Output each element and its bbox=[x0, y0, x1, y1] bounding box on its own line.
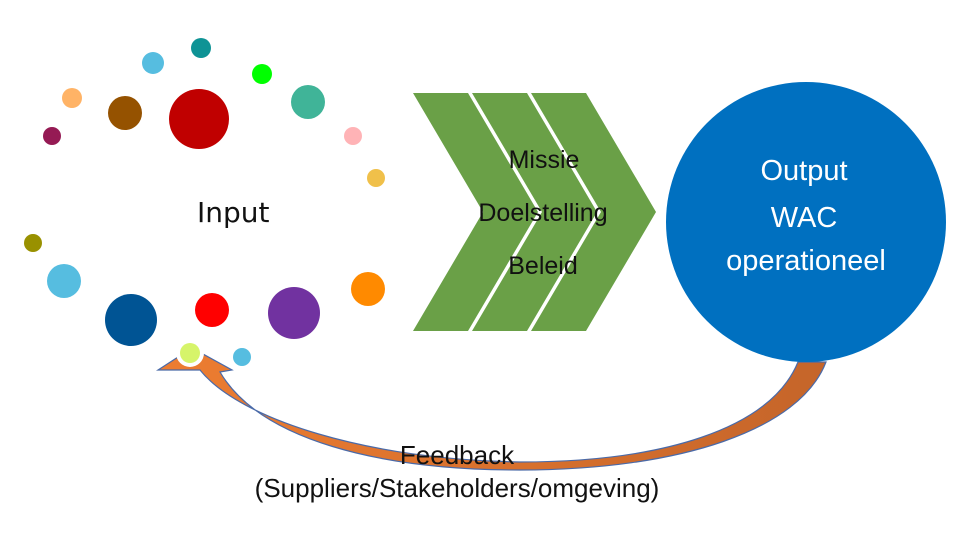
input-dots bbox=[24, 38, 385, 367]
orange-dot bbox=[351, 272, 385, 306]
brown-dot bbox=[108, 96, 142, 130]
sky-dot-left bbox=[47, 264, 81, 298]
chevron-doelstelling bbox=[472, 93, 597, 331]
feedback-title: Feedback bbox=[399, 440, 515, 470]
olive-dot bbox=[24, 234, 42, 252]
input-label: Input bbox=[197, 196, 270, 229]
step-missie: Missie bbox=[508, 146, 580, 174]
step-beleid: Beleid bbox=[508, 252, 578, 280]
plum-dot bbox=[43, 127, 61, 145]
navy-dot bbox=[105, 294, 157, 346]
feedback-arrow bbox=[155, 347, 827, 471]
process-chevrons bbox=[413, 93, 656, 331]
red-dot bbox=[195, 293, 229, 327]
seagreen-dot bbox=[291, 85, 325, 119]
gold-dot bbox=[367, 169, 385, 187]
chevron-beleid bbox=[531, 93, 656, 331]
pink-dot bbox=[344, 127, 362, 145]
purple-dot bbox=[268, 287, 320, 339]
output-circle bbox=[666, 82, 946, 362]
green-dot bbox=[252, 64, 272, 84]
sky-dot-top bbox=[142, 52, 164, 74]
output-operationeel: operationeel bbox=[726, 245, 886, 277]
feedback-subtitle: (Suppliers/Stakeholders/omgeving) bbox=[254, 473, 660, 503]
teal-dot bbox=[191, 38, 211, 58]
step-doelstelling: Doelstelling bbox=[478, 199, 608, 227]
chevron-missie bbox=[413, 93, 538, 331]
output-wac: WAC bbox=[770, 202, 838, 234]
crimson-dot bbox=[169, 89, 229, 149]
lime-dot bbox=[180, 343, 200, 363]
apricot-dot bbox=[62, 88, 82, 108]
output-title: Output bbox=[760, 155, 848, 187]
sky-dot-bottom bbox=[233, 348, 251, 366]
